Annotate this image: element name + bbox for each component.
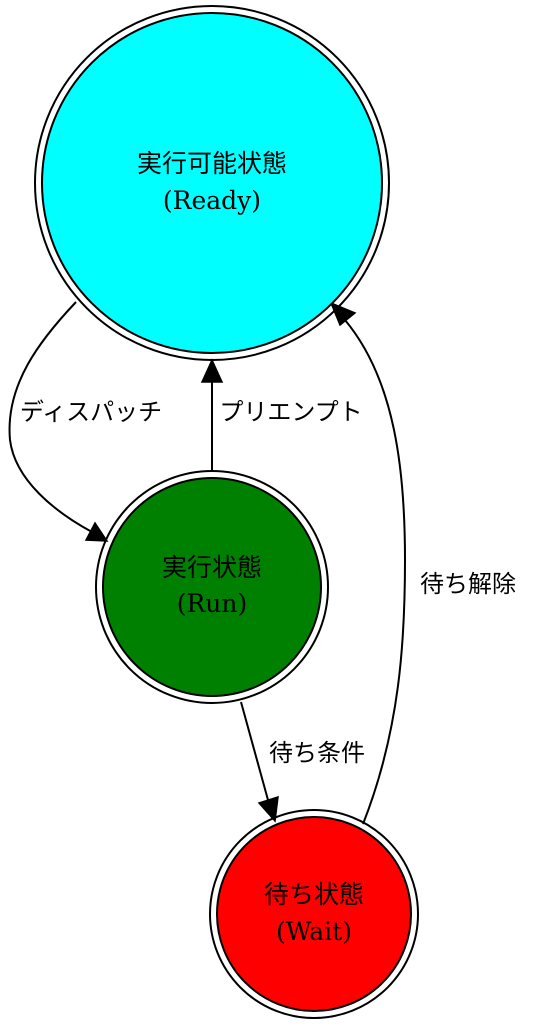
edge-wait-condition-label: 待ち条件: [269, 739, 365, 767]
node-run-outer-ring: [95, 470, 329, 704]
edge-preempt: [200, 358, 224, 472]
node-run-label-ja: 実行状態: [162, 553, 262, 582]
edge-preempt-arrowhead: [200, 358, 224, 383]
edge-dispatch-arrowhead: [84, 521, 109, 542]
node-wait-label-ja: 待ち状態: [264, 880, 364, 909]
node-ready: 実行可能状態 (Ready): [34, 5, 390, 361]
edge-wait-condition: [240, 701, 279, 823]
node-run-circle: [102, 477, 322, 697]
node-wait-circle: [216, 816, 412, 1012]
edge-wait-release-line: [344, 319, 407, 825]
edge-dispatch: [8, 301, 109, 542]
edge-wait-release-label: 待ち解除: [420, 570, 516, 598]
edge-wait-condition-arrowhead: [257, 795, 279, 823]
node-ready-circle: [41, 12, 383, 354]
node-ready-outer-ring: [34, 5, 390, 361]
node-wait-label-en: (Wait): [276, 917, 352, 946]
node-run: 実行状態 (Run): [95, 470, 329, 704]
node-wait: 待ち状態 (Wait): [209, 809, 419, 1019]
edge-dispatch-label: ディスパッチ: [20, 398, 162, 426]
edge-wait-release-arrowhead: [329, 301, 357, 327]
node-run-label-en: (Run): [177, 589, 248, 618]
node-ready-label-en: (Ready): [163, 186, 261, 215]
node-ready-label-ja: 実行可能状態: [137, 149, 287, 178]
edge-dispatch-line: [8, 301, 93, 533]
edge-wait-condition-line: [240, 701, 269, 801]
node-wait-outer-ring: [209, 809, 419, 1019]
edge-preempt-label: プリエンプト: [219, 398, 362, 426]
